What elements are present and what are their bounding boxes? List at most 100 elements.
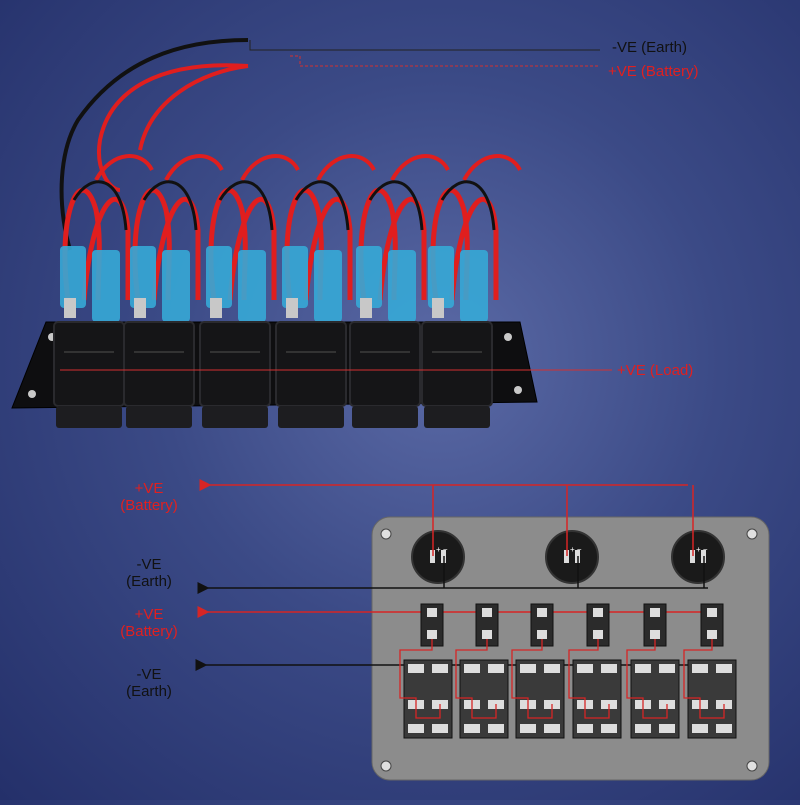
switch-pin [408,664,424,673]
wire-red-loop [377,196,427,301]
spade-terminal [360,298,372,318]
switch-rocker [202,406,268,428]
rocker-switch [421,154,522,428]
wire-red-loop [81,196,131,301]
breaker-pin [482,630,492,639]
socket-outlet: + − [671,530,725,584]
wire-black-loop [440,180,496,231]
breaker-pin [593,608,603,617]
switch-pin [544,664,560,673]
switch-pin [488,664,504,673]
rocker-switch [199,154,300,428]
leader-battery [290,55,600,67]
socket-outlet: + − [545,530,599,584]
switch-pin [659,724,675,733]
spade-terminal [134,298,146,318]
wire-black-loop [368,180,424,231]
blue-terminal [60,246,86,308]
socket-pin [430,550,435,563]
switch-body [199,321,271,407]
mount-hole [746,760,758,772]
blue-terminal [162,250,190,322]
switch-pin [520,664,536,673]
switch-pin [601,664,617,673]
rocker-switch [123,154,224,428]
switch-body [123,321,195,407]
breaker-pin [427,630,437,639]
spade-terminal [210,298,222,318]
schematic: + − + − + − [195,479,770,781]
rocker-switch [53,154,154,428]
switch-rocker [126,406,192,428]
wire-black-main [59,38,249,251]
switch-pin [408,724,424,733]
wire-red-bridge [94,154,154,181]
switch-pin [577,724,593,733]
switch-pin [432,664,448,673]
socket-ring [671,530,725,584]
socket-sign: + − [436,545,448,554]
panel-hole [28,390,36,398]
switch-pin [544,724,560,733]
breaker-pin [537,608,547,617]
panel-hole [514,386,522,394]
schematic-switch [626,639,680,739]
leader-earth [249,40,600,51]
schematic-switch [511,639,565,739]
switch-body [349,321,421,407]
switch-rocker [56,406,122,428]
rocker-switch [349,154,450,428]
breaker-fuse [700,603,724,647]
row-label-earth-1: -VE(Earth) [126,556,172,590]
breaker-pin [650,608,660,617]
switch-pin [464,724,480,733]
breaker-pin [482,608,492,617]
wire-black-loop [72,180,128,231]
blue-terminal [92,250,120,322]
blue-terminal [238,250,266,322]
wire-red-main [138,64,249,151]
schematic-switch [455,639,509,739]
mount-hole [380,760,392,772]
breaker-pin [593,630,603,639]
switch-pin [716,664,732,673]
switch-body [53,321,125,407]
switch-body [275,321,347,407]
line-switch-feed [626,639,668,719]
line-switch-feed [399,639,441,719]
mount-hole [380,528,392,540]
socket-sign: + − [696,545,708,554]
blue-terminal [314,250,342,322]
switch-pin [601,724,617,733]
switch-panel-photo [11,38,612,428]
panel-hole [504,333,512,341]
line-switch-feed [455,639,497,719]
switch-pin [488,724,504,733]
switch-pin [716,724,732,733]
label-earth-top: -VE (Earth) [612,39,688,56]
socket-pin [690,550,695,563]
wire-red-bridge [240,154,300,181]
socket-ring [411,530,465,584]
switch-rocker [278,406,344,428]
socket-sign: + − [570,545,582,554]
line-switch-feed [683,639,725,719]
line-switch-feed [568,639,610,719]
switch-pin [577,664,593,673]
wire-red-bridge [316,154,376,181]
breaker-pin [707,608,717,617]
schematic-switch [399,639,453,739]
breaker-pin [427,608,437,617]
switch-rocker [352,406,418,428]
switch-pin [635,664,651,673]
mount-hole [746,528,758,540]
label-battery-top: +VE (Battery) [608,63,699,80]
blue-terminal [282,246,308,308]
wire-black-loop [142,180,198,231]
wire-red-loop [151,196,201,301]
schematic-switch [568,639,622,739]
switch-body [421,321,493,407]
wire-red-bridge [164,154,224,181]
socket-outlet: + − [411,530,465,584]
